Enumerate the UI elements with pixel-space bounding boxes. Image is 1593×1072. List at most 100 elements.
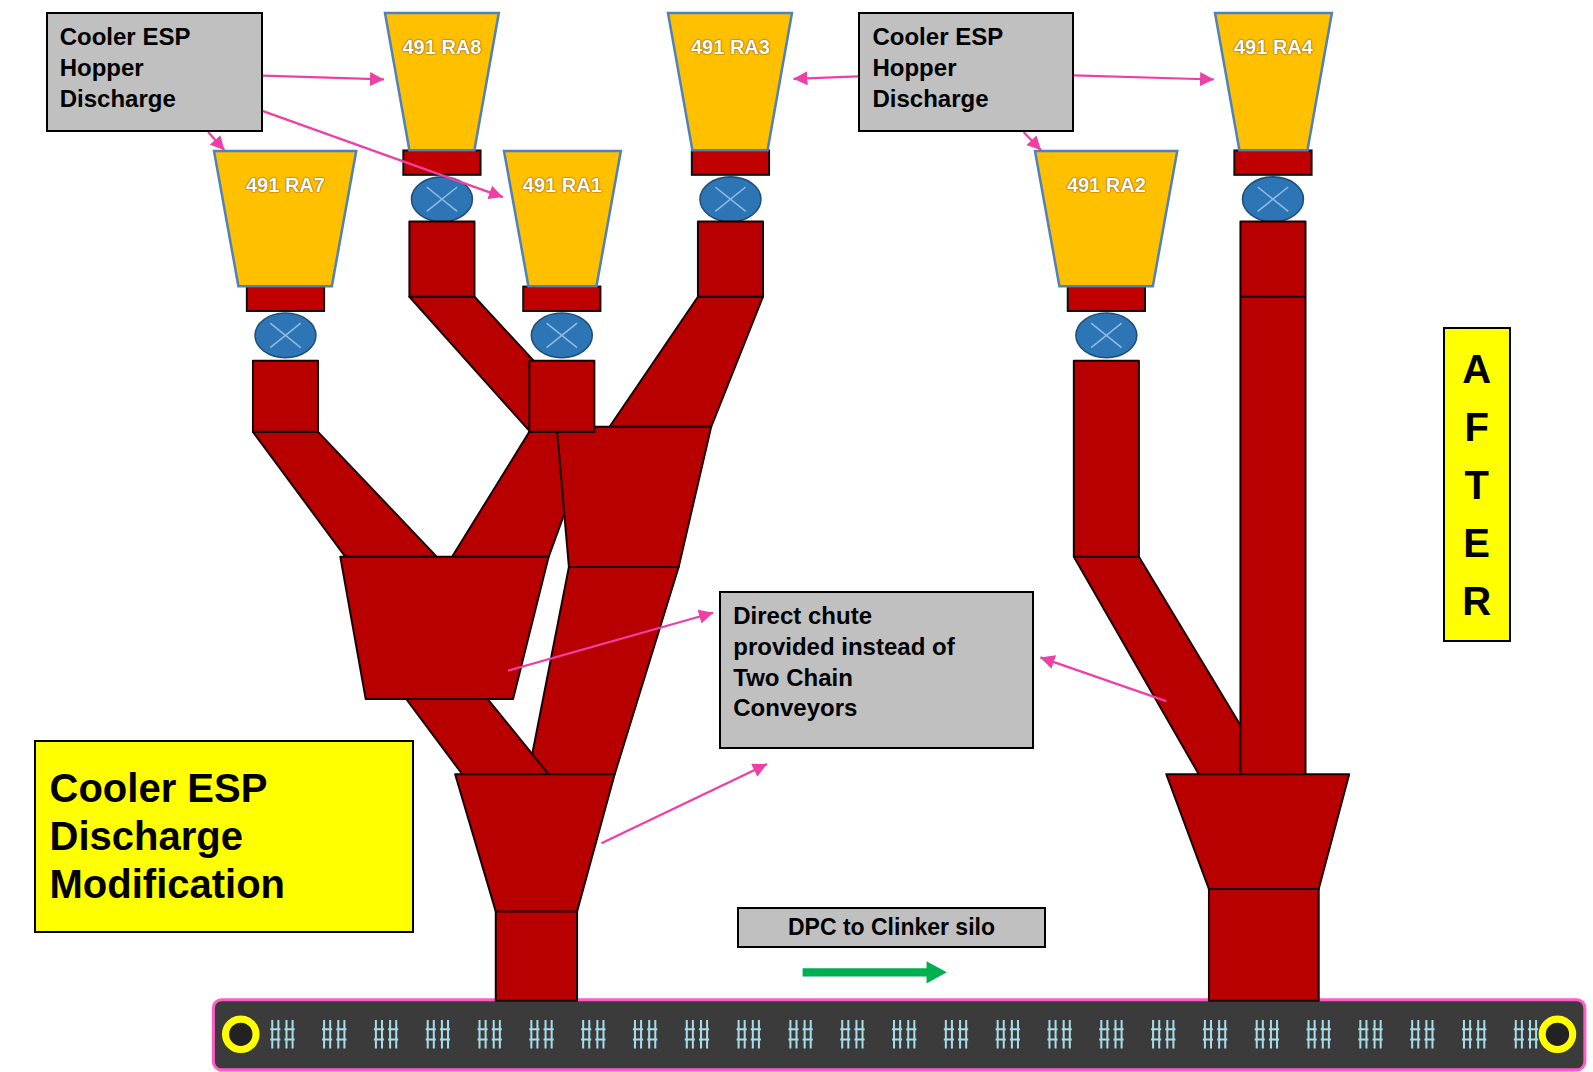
leader-line — [601, 764, 767, 843]
chain-link — [737, 1020, 761, 1048]
hopper-label: 491 RA3 — [691, 36, 770, 59]
hopper-label: 491 RA7 — [246, 174, 325, 197]
esp-hopper: 491 RA1 — [503, 150, 622, 286]
chain-link — [840, 1020, 864, 1048]
chute-merge — [340, 557, 548, 699]
rotary-valve-cross — [1091, 323, 1121, 347]
leader-connector — [1074, 75, 1214, 79]
hopper-flange — [692, 150, 769, 174]
chain-link — [477, 1020, 501, 1048]
chute — [409, 297, 599, 432]
hopper-label: 491 RA4 — [1234, 36, 1313, 59]
esp-hopper: 491 RA7 — [213, 150, 357, 286]
callout-text: Cooler ESP Hopper Discharge — [60, 22, 249, 114]
rotary-valve-body — [700, 177, 761, 222]
hopper-body — [385, 13, 499, 150]
title-banner: Cooler ESP Discharge Modification — [34, 740, 414, 933]
chain-link — [944, 1020, 968, 1048]
chute — [1074, 361, 1139, 557]
rotary-valve-body — [531, 313, 592, 358]
chain-link — [426, 1020, 450, 1048]
chain-link — [633, 1020, 657, 1048]
callout-box: Cooler ESP Hopper Discharge — [858, 12, 1073, 132]
chain-link — [1047, 1020, 1071, 1048]
leader-connector — [1024, 132, 1042, 150]
sprocket — [1542, 1019, 1572, 1049]
hopper-outline — [213, 150, 357, 286]
leader-connector — [208, 132, 224, 150]
hopper-label: 491 RA8 — [402, 36, 481, 59]
banner-text: Cooler ESP Discharge Modification — [50, 764, 398, 908]
rotary-valve-cross — [1258, 187, 1288, 211]
sprocket — [226, 1019, 256, 1049]
leader-line — [1040, 657, 1166, 701]
conveyor-direction-arrow — [803, 961, 947, 983]
hopper-body — [1215, 13, 1332, 150]
rotary-valve-cross — [270, 323, 300, 347]
leader-connector — [263, 76, 384, 80]
hopper-outline — [384, 12, 500, 150]
chain-link — [892, 1020, 916, 1048]
hopper-body — [504, 151, 621, 286]
rotary-valve-body — [255, 313, 316, 358]
leader-line — [1024, 132, 1042, 150]
chain-link — [1203, 1020, 1227, 1048]
chain-link — [1514, 1020, 1538, 1048]
chain-link — [529, 1020, 553, 1048]
leader-line — [208, 132, 224, 150]
chute-merge — [455, 774, 615, 911]
chute — [496, 909, 577, 1000]
chute — [1240, 222, 1305, 775]
drag-chain-conveyor — [213, 1000, 1585, 1070]
chain-link — [1307, 1020, 1331, 1048]
callout-box: Direct chute provided instead of Two Cha… — [719, 591, 1034, 748]
chute — [529, 361, 594, 432]
chute — [406, 699, 548, 774]
chute-merge — [1166, 774, 1349, 889]
chute — [409, 222, 474, 297]
callout-text: Cooler ESP Hopper Discharge — [872, 22, 1059, 114]
hopper-flange — [1068, 287, 1145, 311]
rotary-valve — [531, 313, 592, 358]
banner-text: AFTER — [1457, 340, 1497, 630]
chute — [698, 222, 763, 297]
flow-label-box: DPC to Clinker silo — [737, 907, 1047, 948]
rotary-valve-cross — [715, 187, 745, 211]
hopper-flange — [403, 150, 480, 174]
esp-hopper: 491 RA2 — [1034, 150, 1178, 286]
rotary-valve-body — [1076, 313, 1137, 358]
hopper-outline — [1034, 150, 1178, 286]
chain-link — [1099, 1020, 1123, 1048]
chain-link — [322, 1020, 346, 1048]
rotary-valve-body — [1242, 177, 1303, 222]
hopper-body — [1035, 151, 1177, 286]
chain-link — [996, 1020, 1020, 1048]
leader-line — [263, 76, 384, 80]
rotary-valve — [700, 177, 761, 222]
chute-merge — [557, 427, 711, 567]
chain-link — [374, 1020, 398, 1048]
chute — [610, 297, 763, 427]
chain-link — [1410, 1020, 1434, 1048]
leader-connector — [793, 76, 858, 79]
chain-link — [788, 1020, 812, 1048]
chain-link — [685, 1020, 709, 1048]
callout-box: Cooler ESP Hopper Discharge — [46, 12, 263, 132]
flow-label: DPC to Clinker silo — [788, 914, 995, 941]
hopper-body — [668, 13, 792, 150]
chain-link — [1358, 1020, 1382, 1048]
rotary-valve-cross — [427, 187, 457, 211]
rotary-valve — [1076, 313, 1137, 358]
rotary-valve — [255, 313, 316, 358]
hopper-label: 491 RA2 — [1067, 174, 1146, 197]
status-banner: AFTER — [1443, 327, 1511, 642]
hopper-flange — [523, 287, 600, 311]
chute-joint — [1240, 296, 1305, 298]
callout-text: Direct chute provided instead of Two Cha… — [733, 601, 967, 724]
rotary-valve — [1242, 177, 1303, 222]
chute — [1209, 887, 1319, 1001]
chain-link — [1255, 1020, 1279, 1048]
leader-line — [1074, 75, 1214, 79]
esp-hopper: 491 RA3 — [667, 12, 793, 150]
chain-link — [581, 1020, 605, 1048]
